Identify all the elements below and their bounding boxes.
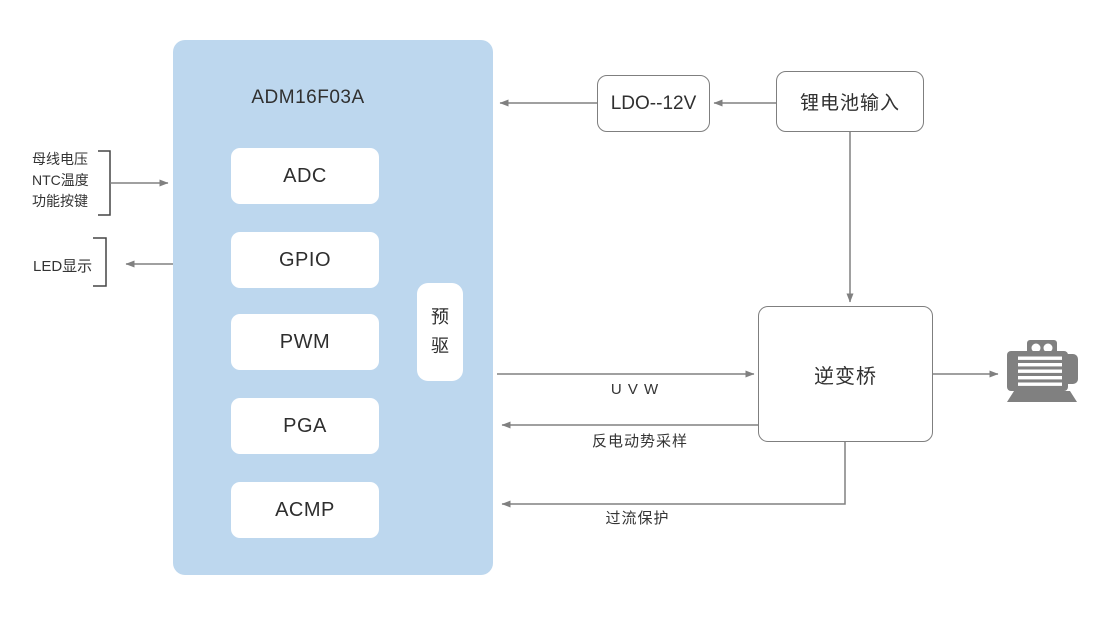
analog-inputs-label: 母线电压 NTC温度 功能按键 (32, 149, 89, 212)
bemf-label: 反电动势采样 (591, 433, 688, 450)
battery-input-label: 锂电池输入 (799, 93, 900, 114)
module-predriver: 预驱 (417, 283, 463, 381)
bracket-led (93, 237, 107, 287)
module-adc: ADC (231, 148, 379, 204)
led-display-label: LED显示 (33, 258, 93, 275)
wire-overcurrent (501, 442, 846, 508)
module-pwm: PWM (231, 314, 379, 370)
ldo-label: LDO--12V (610, 92, 697, 114)
analog-input-ntc-temp: NTC温度 (32, 172, 89, 188)
bracket-analog-inputs (98, 150, 111, 216)
analog-input-bus-voltage: 母线电压 (32, 151, 88, 167)
battery-input-block: 锂电池输入 (776, 71, 924, 132)
uvw-label: U V W (610, 381, 660, 398)
inverter-bridge-block: 逆变桥 (758, 306, 933, 442)
ldo-block: LDO--12V (597, 75, 710, 132)
analog-input-func-keys: 功能按键 (32, 193, 88, 209)
module-predriver-label: 预驱 (431, 307, 449, 356)
module-pga: PGA (231, 398, 379, 454)
mcu-block: ADM16F03A ADC GPIO PWM PGA ACMP 预驱 (173, 40, 493, 575)
module-gpio: GPIO (231, 232, 379, 288)
mcu-title: ADM16F03A (251, 87, 365, 108)
inverter-bridge-label: 逆变桥 (814, 365, 877, 388)
module-acmp: ACMP (231, 482, 379, 538)
motor-icon (1007, 340, 1078, 402)
overcurrent-label: 过流保护 (605, 510, 670, 527)
